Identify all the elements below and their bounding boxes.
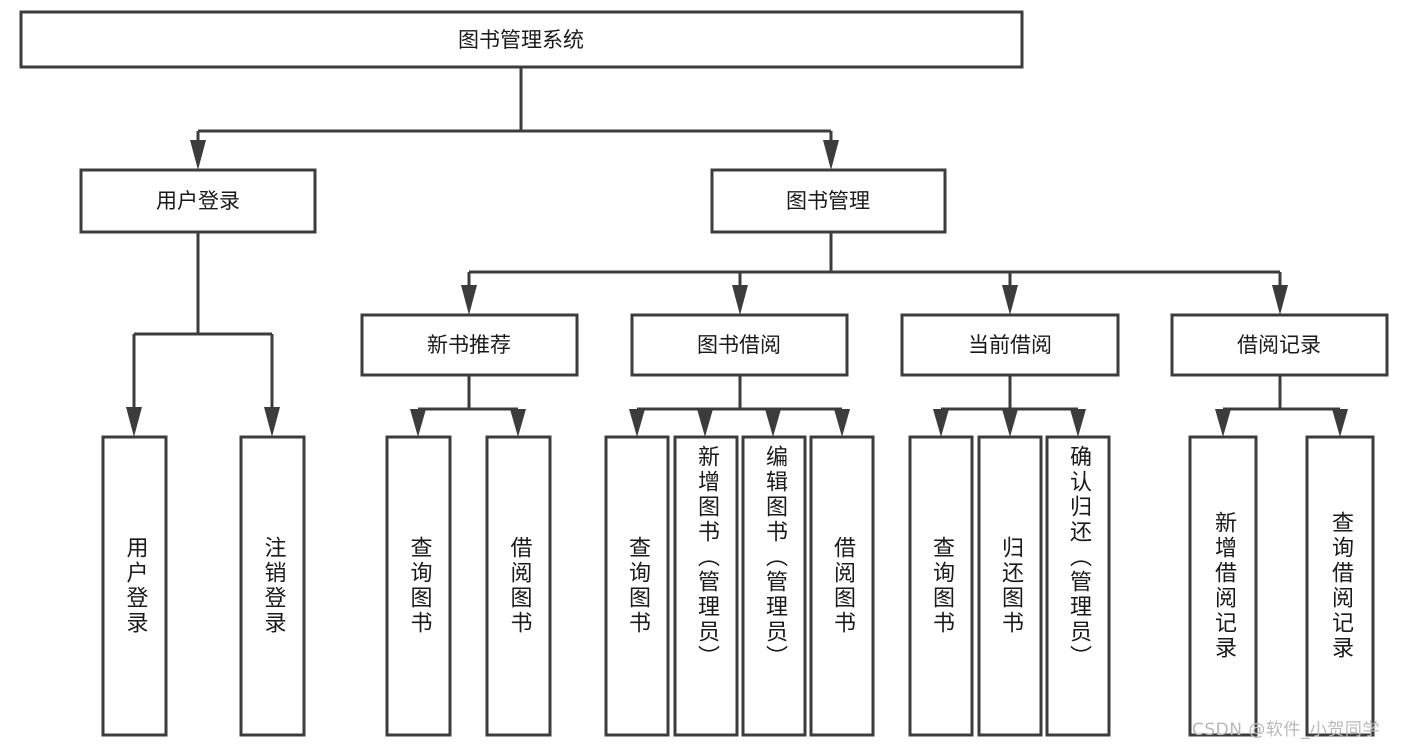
connector-group-book-manage — [461, 232, 1288, 315]
connector-group-new-book — [410, 375, 526, 437]
arrowhead-br-leaf-2 — [1332, 409, 1348, 437]
arrowhead-cb-leaf-3 — [1070, 409, 1086, 437]
connector-group-root — [190, 67, 839, 170]
node-leaf-bb-edit-book[interactable] — [741, 435, 807, 737]
node-leaf-user-login[interactable] — [101, 435, 168, 737]
node-leaf-logout[interactable] — [239, 435, 306, 737]
arrowhead-new-book — [461, 285, 477, 315]
arrowhead-br-leaf-1 — [1215, 409, 1231, 437]
watermark-text: CSDN @软件_小贺同学 — [1192, 720, 1380, 740]
node-leaf-br-add-record[interactable] — [1188, 435, 1258, 737]
label-borrow-record: 借阅记录 — [1237, 333, 1321, 357]
arrowhead-ul-leaf-2 — [264, 407, 280, 437]
node-leaf-bb-borrow-book[interactable] — [809, 435, 875, 737]
connector-group-book-borrow — [629, 375, 850, 437]
node-leaf-cb-query-book[interactable] — [908, 435, 974, 737]
arrowhead-cb-leaf-1 — [933, 409, 949, 437]
arrowhead-nb-leaf-1 — [410, 409, 426, 437]
node-leaf-bb-add-book[interactable] — [673, 435, 739, 737]
node-borrow-record[interactable] — [1170, 313, 1389, 377]
label-book-borrow: 图书借阅 — [697, 333, 781, 357]
node-book-manage[interactable] — [710, 168, 947, 234]
label-book-manage: 图书管理 — [786, 189, 870, 213]
node-book-borrow[interactable] — [630, 313, 849, 377]
node-leaf-cb-confirm-return[interactable] — [1045, 435, 1111, 737]
arrowhead-bb-leaf-1 — [629, 409, 645, 437]
connector-group-user-login — [126, 232, 280, 437]
node-current-borrow[interactable] — [900, 313, 1120, 377]
connector-group-borrow-record — [1215, 375, 1348, 437]
arrowhead-book-manage — [823, 140, 839, 170]
connector-group-current-borrow — [933, 375, 1086, 437]
arrowhead-user-login — [190, 140, 206, 170]
arrowhead-current-borrow — [1002, 285, 1018, 315]
label-user-login: 用户登录 — [156, 189, 240, 213]
arrowhead-bb-leaf-3 — [765, 409, 781, 437]
node-leaf-nb-borrow-book[interactable] — [485, 435, 552, 737]
label-root-system: 图书管理系统 — [458, 28, 584, 52]
arrowhead-cb-leaf-2 — [1002, 409, 1018, 437]
node-leaf-br-query-record[interactable] — [1305, 435, 1375, 737]
arrowhead-borrow-record — [1272, 285, 1288, 315]
node-leaf-bb-query-book[interactable] — [604, 435, 670, 737]
arrowhead-bb-leaf-4 — [834, 409, 850, 437]
label-current-borrow: 当前借阅 — [968, 333, 1052, 357]
label-new-book-recommend: 新书推荐 — [427, 333, 511, 357]
node-new-book-recommend[interactable] — [360, 313, 579, 377]
arrowhead-nb-leaf-2 — [510, 409, 526, 437]
arrowhead-ul-leaf-1 — [126, 407, 142, 437]
node-user-login[interactable] — [79, 168, 317, 234]
node-leaf-cb-return-book[interactable] — [977, 435, 1043, 737]
arrowhead-bb-leaf-2 — [697, 409, 713, 437]
node-root-system[interactable] — [19, 10, 1024, 69]
node-leaf-nb-query-book[interactable] — [385, 435, 452, 737]
arrowhead-book-borrow — [732, 285, 748, 315]
